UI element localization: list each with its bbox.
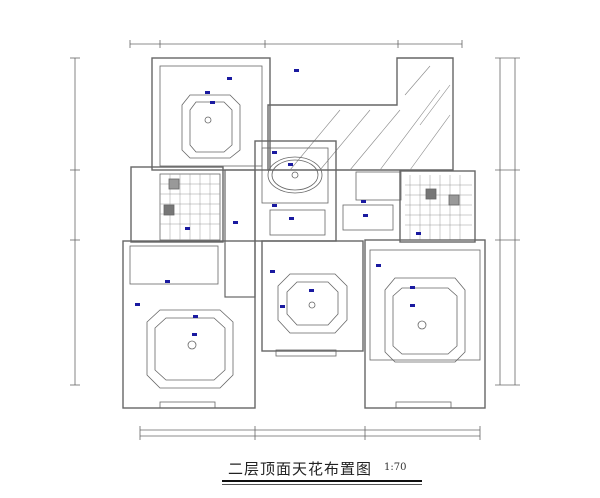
dimension-lines — [70, 40, 520, 440]
hatched-void — [267, 57, 454, 171]
room-top-left — [151, 57, 271, 171]
drawing-title: 二层顶面天花布置图 — [228, 460, 373, 478]
corridor — [224, 169, 256, 298]
room-bottom-middle — [261, 240, 364, 357]
title-underline-thin — [222, 484, 422, 485]
room-bottom-left — [122, 240, 256, 409]
title-underline — [222, 480, 422, 482]
room-left-bath — [130, 166, 224, 243]
room-right-bath — [399, 170, 476, 243]
ceiling-lights — [135, 69, 421, 336]
room-bottom-right — [364, 239, 486, 409]
drawing-scale: 1:70 — [384, 462, 407, 473]
room-center-oval — [254, 140, 402, 242]
